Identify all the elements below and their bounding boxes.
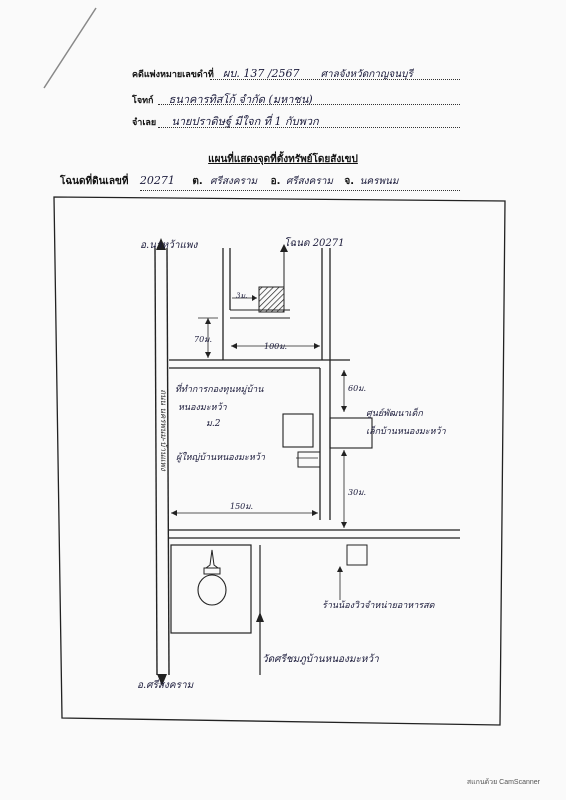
document-title: แผนที่แสดงจุดที่ตั้งทรัพย์โดยสังเขป xyxy=(208,154,358,165)
dist-30m-label: 30ม. xyxy=(348,488,366,497)
dist-150m-label: 150ม. xyxy=(230,502,254,511)
scan-corner-mark xyxy=(43,7,97,89)
dist-100m-label: 100ม. xyxy=(264,342,288,351)
dist-60m-label: 60ม. xyxy=(348,384,366,393)
case-number: ผบ. 137 /2567 xyxy=(222,67,300,80)
deed-marker-label: โฉนด 20271 xyxy=(284,238,345,249)
amphoe-prefix: อ. xyxy=(270,176,281,187)
deed-parcel xyxy=(258,286,285,313)
village-office-building xyxy=(282,413,314,448)
province-value: นครพนม xyxy=(359,176,399,187)
plaintiff-row: โจทก์ ธนาคารทิสโก้ จำกัด (มหาชน) xyxy=(132,90,313,108)
south-road-label: อ.ศรีสงคราม xyxy=(137,680,194,691)
defendant-label: จำเลย xyxy=(132,118,157,128)
headman-house xyxy=(297,451,321,468)
south-arrow-head xyxy=(157,674,167,686)
main-road-right xyxy=(166,247,170,676)
main-road-left xyxy=(154,247,158,676)
deed-number: 20271 xyxy=(139,174,175,187)
north-arrow-head xyxy=(156,238,166,250)
north-road-label: อ.นาหว้าแพง xyxy=(140,240,198,251)
temple-label: วัดศรีชมภูบ้านหนองมะหว้า xyxy=(262,654,379,665)
case-row: คดีแพ่งหมายเลขดำที่ ผบ. 137 /2567 ศาลจัง… xyxy=(132,64,413,82)
tambon-value: ศรีสงคราม xyxy=(210,176,258,187)
scanner-footer: สแกนด้วย CamScanner xyxy=(466,779,540,786)
province-prefix: จ. xyxy=(344,176,355,187)
defendant-row: จำเลย นายปราดิษฐ์ มีใจก ที่ 1 กับพวก xyxy=(132,112,319,130)
temple-grounds xyxy=(170,544,252,634)
dist-70m-label: 70ม. xyxy=(194,335,212,344)
tambon-prefix: ต. xyxy=(192,176,203,187)
dist-3m-label: 3ม. xyxy=(236,292,248,300)
plaintiff-name: ธนาคารทิสโก้ จำกัด (มหาชน) xyxy=(168,93,313,106)
village-no-label: ม.2 xyxy=(206,419,221,429)
headman-house-label: ผู้ใหญ่บ้านหนองมะหว้า xyxy=(176,453,265,463)
deed-label: โฉนดที่ดินเลขที่ xyxy=(60,176,129,187)
village-office-label: ที่ทำการกองทุนหมู่บ้าน xyxy=(175,385,264,395)
court-name: ศาลจังหวัดกาญจนบุรี xyxy=(320,69,413,80)
map-frame xyxy=(53,196,506,726)
shop-building xyxy=(346,544,368,566)
deed-row: โฉนดที่ดินเลขที่ 20271 ต. ศรีสงคราม อ. ศ… xyxy=(60,174,398,189)
child-center-label-2: เล็กบ้านหนองมะหว้า xyxy=(366,427,446,437)
amphoe-value: ศรีสงคราม xyxy=(285,176,333,187)
child-center-label: ศูนย์พัฒนาเด็ก xyxy=(366,409,423,419)
case-label: คดีแพ่งหมายเลขดำที่ xyxy=(132,70,214,80)
village-office-label-2: หนองมะหว้า xyxy=(178,403,227,413)
child-center-building xyxy=(329,417,373,449)
defendant-name: นายปราดิษฐ์ มีใจก ที่ 1 กับพวก xyxy=(171,115,319,128)
stupa-icon xyxy=(197,549,227,606)
plaintiff-label: โจทก์ xyxy=(132,96,154,106)
road-side-text: ถนน นครพนม-บ้านแพง xyxy=(159,389,168,472)
shop-label: ร้านน้องวิวจำหน่ายอาหารสด xyxy=(322,601,435,611)
